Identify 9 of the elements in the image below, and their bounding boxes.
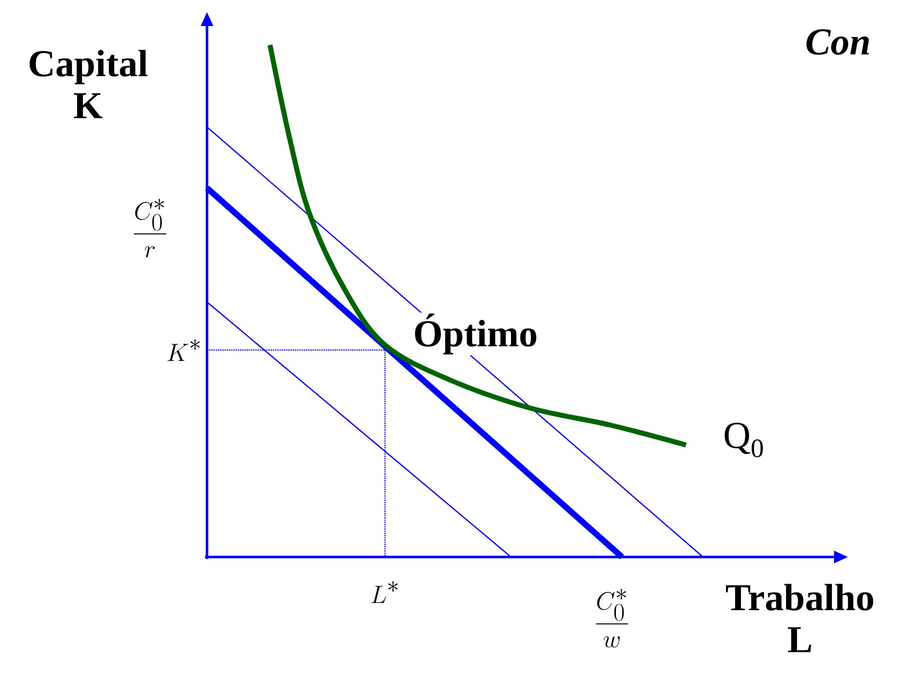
heading-text: Con bbox=[806, 29, 869, 55]
intercept-label: $\frac{C_{0}^{*}}{w}$ bbox=[596, 588, 628, 648]
tick-label: $L^{*}$ bbox=[371, 581, 398, 603]
intercept-label: $\frac{C_{0}^{*}}{r}$ bbox=[134, 198, 166, 258]
curve-label: Q$_{0}$ bbox=[724, 422, 763, 458]
tick-label: $K^{*}$ bbox=[168, 339, 200, 361]
axis-title: Capital K bbox=[30, 50, 148, 118]
point-label: Óptimo bbox=[412, 312, 539, 356]
axis-title: Trabalho L bbox=[726, 584, 874, 652]
